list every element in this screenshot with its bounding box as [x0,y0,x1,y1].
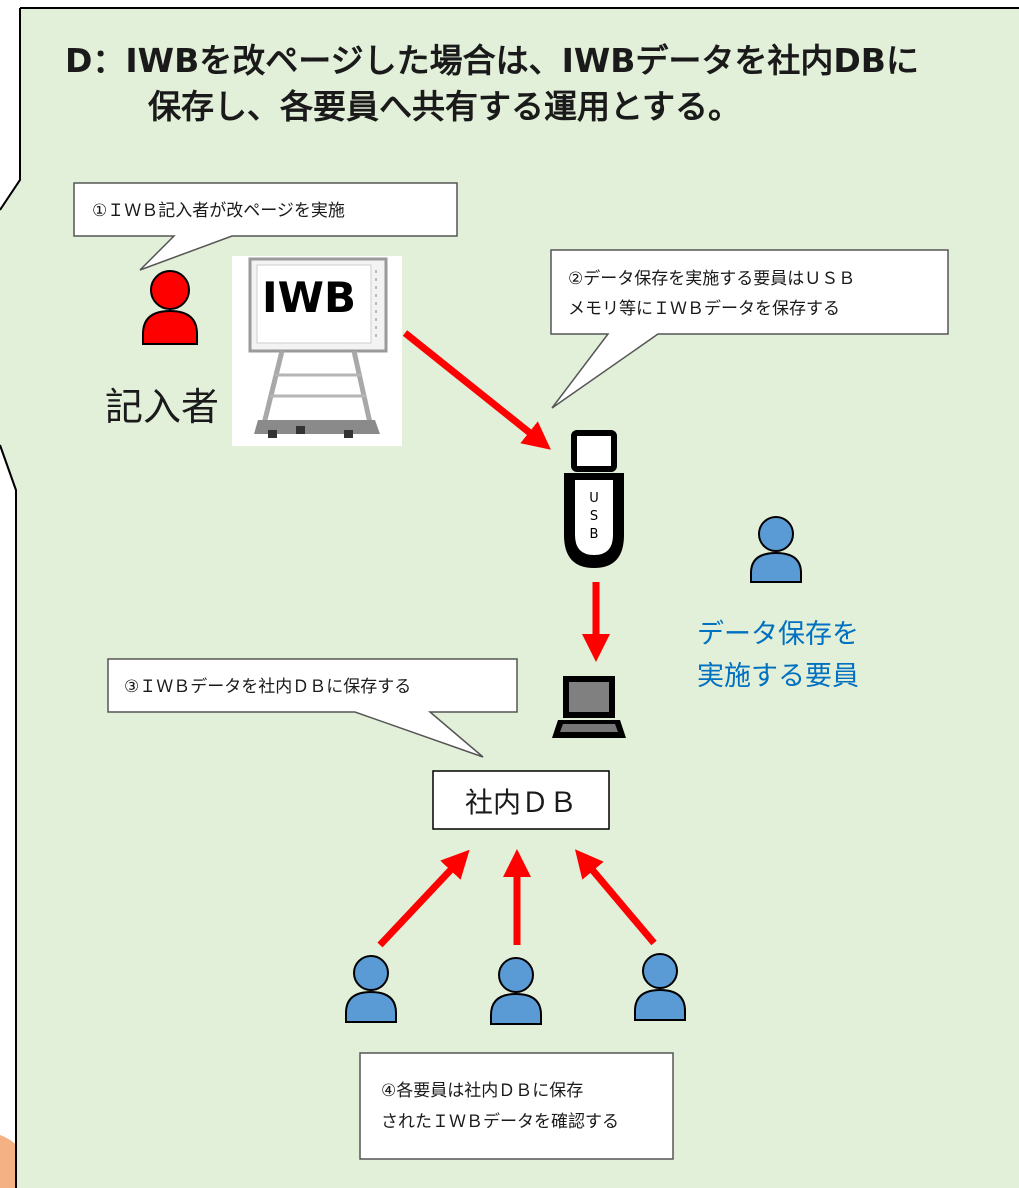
callout-step-2-line-2: メモリ等にＩＷＢデータを保存する [568,298,840,319]
callout-step-1: ①ＩＷＢ記入者が改ページを実施 [73,182,458,271]
member-person-icon-left [345,955,397,1023]
saver-person-icon [750,516,802,583]
writer-label: 記入者 [105,385,219,429]
usb-letter-b: B [590,527,599,542]
member-person-icon-center [490,957,542,1025]
callout-step-4-line-1: ④各要員は社内ＤＢに保存 [381,1081,583,1101]
callout-step-4: ④各要員は社内ＤＢに保存 されたＩＷＢデータを確認する [359,1052,674,1160]
saver-label-line-1: データ保存を [697,619,859,650]
iwb-board-icon: IWB [232,256,402,446]
iwb-label: IWB [262,273,356,322]
callout-step-2: ②データ保存を実施する要員はＵＳＢ メモリ等にＩＷＢデータを保存する [550,249,949,409]
db-label: 社内ＤＢ [465,786,577,819]
arrow-member-right-to-db [574,849,657,946]
usb-stick-icon: U S B [564,430,624,568]
callout-step-3-text: ③ＩＷＢデータを社内ＤＢに保存する [124,676,411,697]
usb-letter-s: S [590,509,598,524]
title-line-1: D：IWBを改ページした場合は、IWBデータを社内DBに [65,41,919,80]
callout-step-1-text: ①ＩＷＢ記入者が改ページを実施 [92,201,345,221]
arrow-iwb-to-usb [402,330,551,450]
laptop-icon [552,676,626,738]
member-person-icon-right [634,953,686,1021]
arrow-member-left-to-db [377,849,470,948]
db-box: 社内ＤＢ [432,770,610,830]
writer-person-icon [142,270,198,345]
saver-label-line-2: 実施する要員 [697,661,859,692]
callout-step-4-line-2: されたＩＷＢデータを確認する [381,1111,619,1132]
title-line-2: 保存し、各要員へ共有する運用とする。 [148,87,741,126]
usb-letter-u: U [589,491,599,506]
callout-step-2-line-1: ②データ保存を実施する要員はＵＳＢ [568,268,855,289]
callout-step-3: ③ＩＷＢデータを社内ＤＢに保存する [107,658,518,758]
